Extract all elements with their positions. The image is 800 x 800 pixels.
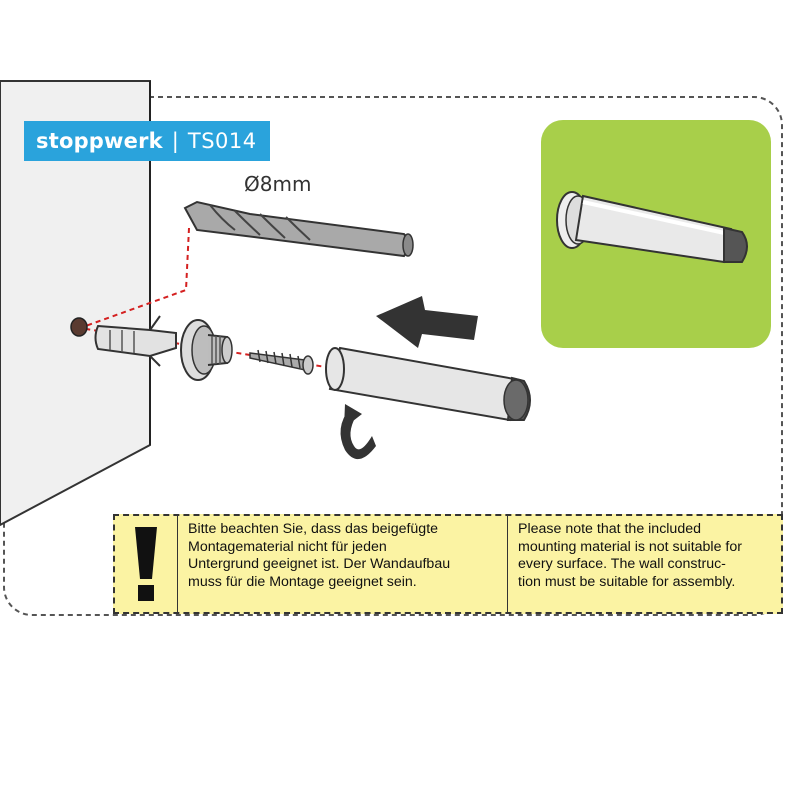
- notice-icon-cell: [115, 516, 178, 612]
- drill-size-label: Ø8mm: [244, 172, 312, 196]
- model-code: TS014: [187, 129, 257, 153]
- notice-text-german: Bitte beachten Sie, dass das beigefügte …: [178, 516, 508, 612]
- alignment-guide: [79, 227, 396, 379]
- brand-header: stoppwerk | TS014: [24, 121, 270, 161]
- preview-panel: [541, 120, 771, 348]
- arrow-left-icon: [376, 296, 478, 348]
- notice-box: Bitte beachten Sie, dass das beigefügte …: [113, 514, 783, 614]
- wall-plug: [94, 315, 177, 367]
- rotation-arrow-icon: [340, 404, 376, 460]
- exclamation-icon: [135, 527, 157, 601]
- doorstop-tube: [325, 346, 531, 422]
- rosette: [180, 319, 233, 381]
- screw: [249, 349, 314, 375]
- notice-text-english: Please note that the included mounting m…: [518, 521, 742, 590]
- drill-bit: [183, 200, 414, 258]
- brand-separator: |: [171, 129, 179, 153]
- drill-hole: [70, 317, 88, 337]
- brand-name: stoppwerk: [36, 129, 163, 153]
